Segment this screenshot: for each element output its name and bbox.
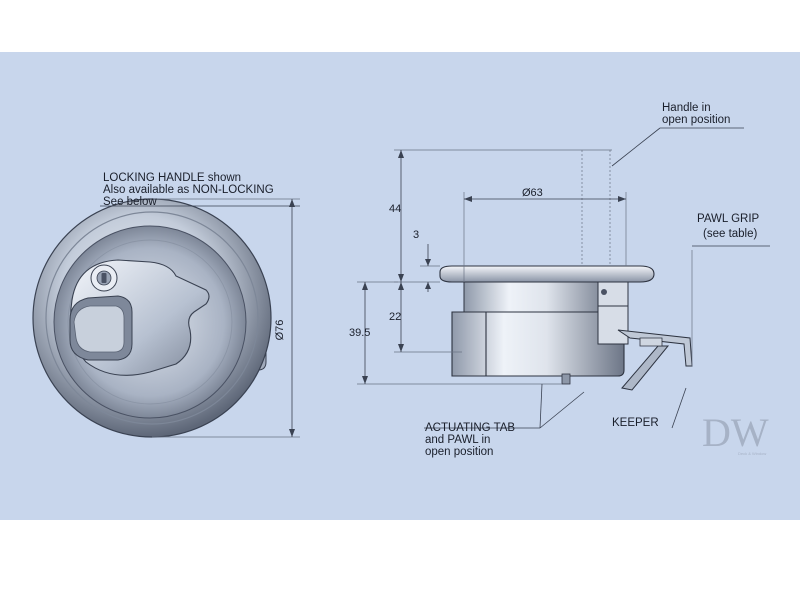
label-locking-handle-3: See below	[103, 196, 157, 208]
front-view: Ø76	[32, 198, 300, 438]
label-pawl-grip-1: PAWL GRIP	[697, 213, 760, 225]
dim-flange-thickness: 3	[413, 229, 419, 241]
label-handle-open-2: open position	[662, 114, 730, 126]
label-locking-handle-2: Also available as NON-LOCKING	[103, 184, 274, 196]
label-handle-open-1: Handle in	[662, 102, 711, 114]
side-flange	[439, 265, 655, 283]
label-actuating-2: and PAWL in	[425, 434, 490, 446]
label-pawl-grip-2: (see table)	[703, 228, 758, 240]
dim-front-diameter: Ø76	[274, 320, 286, 341]
side-keeper	[621, 345, 670, 391]
watermark-logo: DW Deck & Window	[702, 410, 769, 456]
watermark-text: DW	[702, 410, 769, 455]
label-actuating-1: ACTUATING TAB	[425, 422, 515, 434]
side-pawl	[617, 329, 693, 367]
watermark-tagline: Deck & Window	[738, 451, 766, 456]
side-body-cylinder	[463, 281, 615, 313]
dim-overall-depth: 39.5	[349, 327, 370, 339]
dim-body-depth: 22	[389, 311, 401, 323]
dim-height-handle: 44	[389, 203, 401, 215]
label-locking-handle-1: LOCKING HANDLE shown	[103, 172, 241, 184]
label-actuating-3: open position	[425, 446, 493, 458]
label-keeper: KEEPER	[612, 417, 659, 429]
side-actuating-tab	[561, 373, 571, 385]
dim-flange-diameter: Ø63	[522, 187, 543, 199]
side-view: 44 Ø63 3 22 39.5	[349, 127, 770, 429]
